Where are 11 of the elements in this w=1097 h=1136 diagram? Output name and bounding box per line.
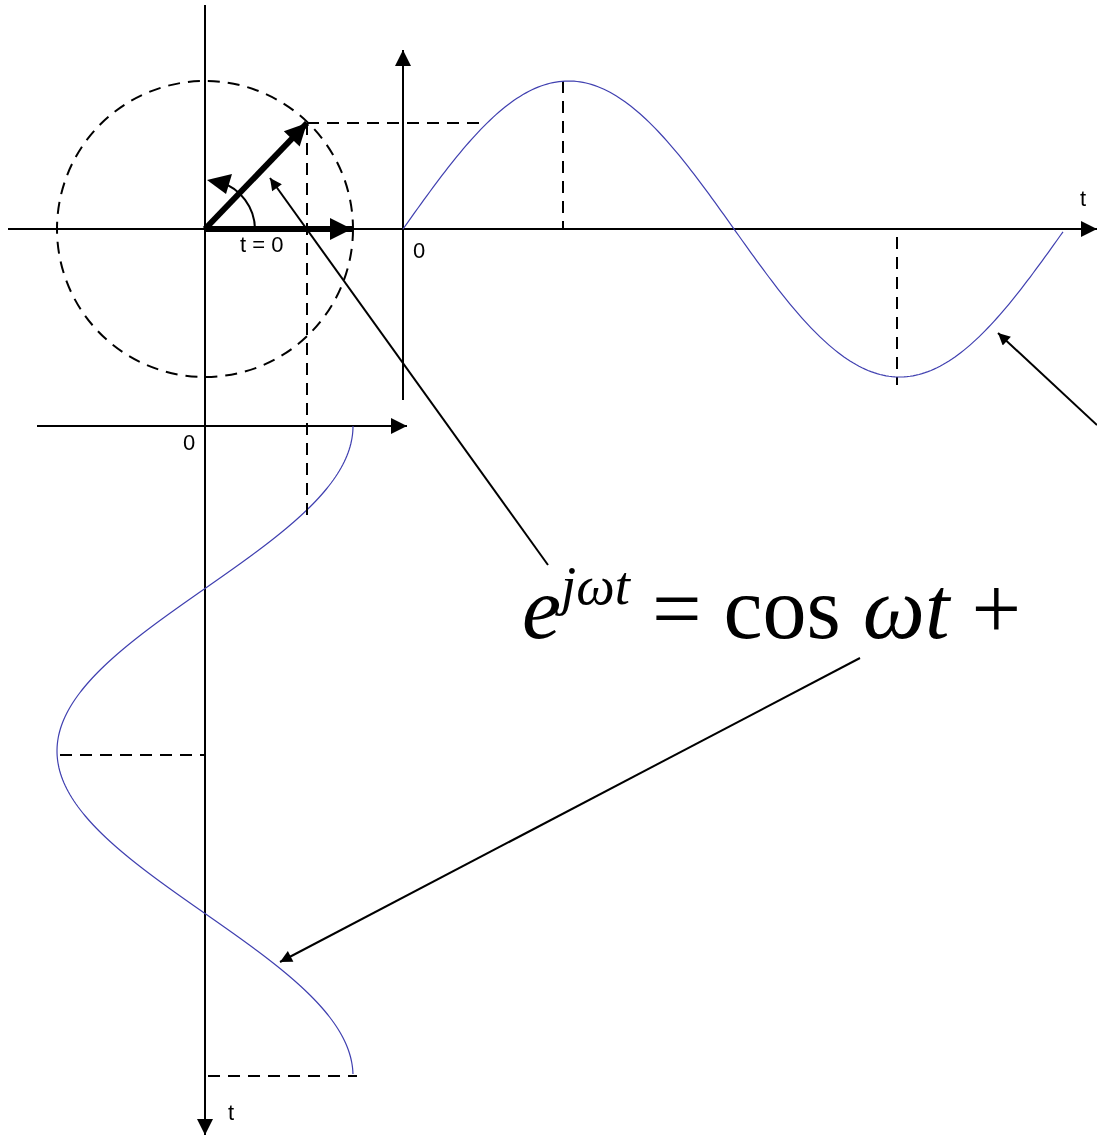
sine-curve	[56, 425, 354, 1075]
leader-line	[269, 177, 549, 566]
time-label: t = 0	[240, 234, 284, 256]
axis-label: t	[228, 1102, 235, 1124]
axis-label: 0	[183, 432, 196, 454]
leader-line	[279, 657, 861, 963]
axis-label: t	[1080, 188, 1087, 210]
equation: e$^{jωt}$ = cos ωt +	[522, 565, 1022, 653]
leader-line	[997, 332, 1097, 426]
axis-label: 0	[413, 240, 426, 262]
sine-curve	[402, 80, 1064, 378]
